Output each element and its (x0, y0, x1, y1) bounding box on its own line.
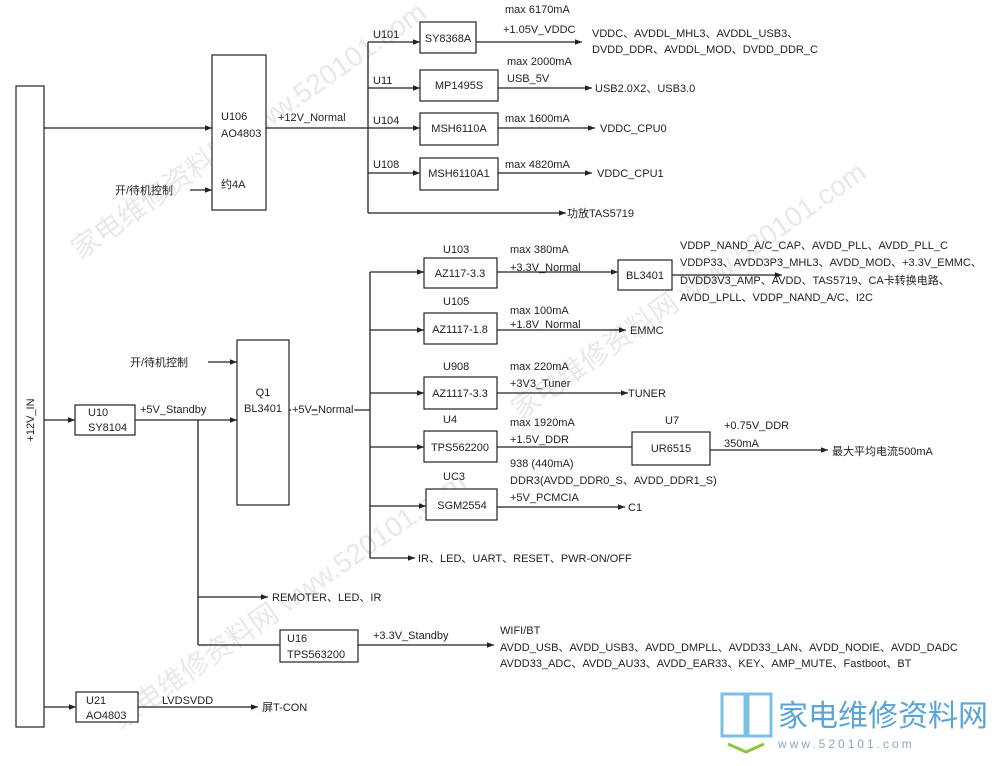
u16-dest: AVDD33_ADC、AVDD_AU33、AVDD_EAR33、KEY、AMP_… (500, 658, 912, 670)
rail-lvdsvdd: LVDSVDD (162, 695, 213, 707)
u101-block (419, 21, 477, 54)
u4-rail: +1.5V_DDR (510, 434, 569, 446)
u10-block (74, 404, 136, 436)
u105-block (423, 312, 498, 345)
uc3-dest: C1 (628, 502, 642, 514)
q1-ref: Q1 (256, 387, 271, 399)
u101-max: max 6170mA (505, 4, 570, 16)
u106-block (211, 54, 267, 211)
u4-ref: U4 (443, 414, 457, 426)
u11-part: MP1495S (435, 80, 483, 92)
u103-dest: VDDP_NAND_A/C_CAP、AVDD_PLL、AVDD_PLL_C (680, 240, 948, 252)
svg-text:www.520101.com: www.520101.com (777, 737, 915, 751)
u4-max: max 1920mA (510, 417, 575, 429)
u16-dest: WIFI/BT (500, 625, 541, 637)
u4-note: 938 (440mA) (510, 458, 574, 470)
u10-part: SY8104 (88, 422, 127, 434)
u4-ddr3-note: DDR3(AVDD_DDR0_S、AVDD_DDR1_S) (510, 475, 717, 487)
book-icon (720, 692, 773, 738)
input-label: +12V_IN (25, 398, 37, 441)
u11-dest: USB2.0X2、USB3.0 (595, 83, 695, 95)
u105-dest: EMMC (630, 325, 664, 337)
u908-rail: +3V3_Tuner (510, 378, 571, 390)
u21-ref: U21 (86, 695, 106, 707)
u106-note: 约4A (221, 178, 246, 191)
u16-ref: U16 (287, 633, 307, 645)
u106-control-label: 开/待机控制 (115, 183, 173, 197)
svg-text:家电维修资料网: 家电维修资料网 (778, 699, 988, 734)
u103-max: max 380mA (510, 244, 569, 256)
u101-dest: DVDD_DDR、AVDDL_MOD、DVDD_DDR_C (592, 44, 818, 56)
u908-dest: TUNER (628, 388, 666, 400)
q1-control-label: 开/待机控制 (130, 355, 188, 369)
u908-part: AZ1117-3.3 (432, 388, 488, 400)
u103-block (423, 257, 498, 289)
uc3-block (425, 488, 498, 521)
u104-ref: U104 (373, 115, 399, 127)
u101-part: SY8368A (425, 33, 472, 45)
q1-part: BL3401 (244, 403, 282, 415)
u21-part: AO4803 (86, 710, 126, 722)
u7-dest: 最大平均电流500mA (832, 444, 934, 458)
u106-part: AO4803 (221, 128, 261, 140)
u101-rail: +1.05V_VDDC (503, 24, 576, 36)
u108-dest: VDDC_CPU1 (597, 168, 664, 180)
u103-ref: U103 (443, 244, 469, 256)
u7-rail: +0.75V_DDR (724, 420, 789, 432)
amp-dest: 功放TAS5719 (567, 206, 634, 220)
rail-5v-standby: +5V_Standby (140, 404, 207, 416)
u16-part: TPS563200 (287, 649, 345, 661)
u16-block (279, 629, 359, 663)
u103-dest: AVDD_LPLL、VDDP_NAND_A/C、I2C (680, 292, 873, 304)
u104-block (419, 112, 499, 146)
uc3-part: SGM2554 (437, 500, 487, 512)
u104-dest: VDDC_CPU0 (600, 123, 667, 135)
u11-ref: U11 (373, 75, 392, 87)
u108-max: max 4820mA (505, 159, 570, 171)
u104-max: max 1600mA (505, 113, 570, 125)
u105-part: AZ1117-1.8 (432, 324, 488, 336)
u104-part: MSH6110A (431, 123, 487, 135)
u16-dest: AVDD_USB、AVDD_USB3、AVDD_DMPLL、AVDD33_LAN… (500, 642, 958, 654)
u908-max: max 220mA (510, 361, 569, 373)
u7-block (631, 431, 711, 466)
u11-block (419, 69, 499, 102)
u908-block (423, 376, 498, 410)
u103-dest: VDDP33、AVDD3P3_MHL3、AVDD_MOD、+3.3V_EMMC、 (680, 257, 982, 269)
misc-dest: IR、LED、UART、RESET、PWR-ON/OFF (418, 553, 632, 565)
rail-12v-normal: +12V_Normal (278, 112, 346, 124)
u103-dest: DVDD3V3_AMP、AVDD、TAS5719、CA卡转换电路、 (680, 273, 950, 287)
u21-block (75, 691, 139, 723)
u103-rail: +3.3V_Normal (510, 262, 581, 274)
u7-part: UR6515 (651, 443, 691, 455)
rail-3v3-standby: +3.3V_Standby (373, 630, 449, 642)
site-logo: 家电维修资料网 www.520101.com (720, 692, 988, 754)
u105-max: max 100mA (510, 305, 569, 317)
u103-part: AZ117-3.3 (435, 268, 486, 280)
u106-ref: U106 (221, 111, 247, 123)
u4-part: TPS562200 (431, 442, 489, 454)
u11-max: max 2000mA (507, 56, 572, 68)
u11-rail: USB_5V (507, 73, 550, 85)
u105-rail: +1.8V_Normal (510, 319, 581, 331)
u21-dest: 屏T-CON (262, 701, 307, 714)
u10-ref: U10 (88, 407, 108, 419)
u7-current: 350mA (724, 438, 760, 450)
u101-ref: U101 (373, 29, 399, 41)
u7-ref: U7 (665, 415, 679, 427)
bl3401-part: BL3401 (626, 270, 664, 282)
u108-ref: U108 (373, 159, 399, 171)
u101-dest: VDDC、AVDDL_MHL3、AVDDL_USB3、 (592, 28, 798, 40)
uc3-rail: +5V_PCMCIA (510, 492, 579, 504)
u108-block (419, 157, 499, 191)
u908-ref: U908 (443, 361, 469, 373)
u4-block (423, 430, 498, 463)
u108-part: MSH6110A1 (428, 168, 490, 180)
input-12v-box (15, 85, 45, 728)
u105-ref: U105 (443, 296, 469, 308)
uc3-ref: UC3 (443, 471, 465, 483)
remote-dest: REMOTER、LED、IR (272, 592, 381, 604)
rail-5v-normal: +5V_Normal (292, 404, 353, 416)
q1-block (236, 339, 290, 506)
